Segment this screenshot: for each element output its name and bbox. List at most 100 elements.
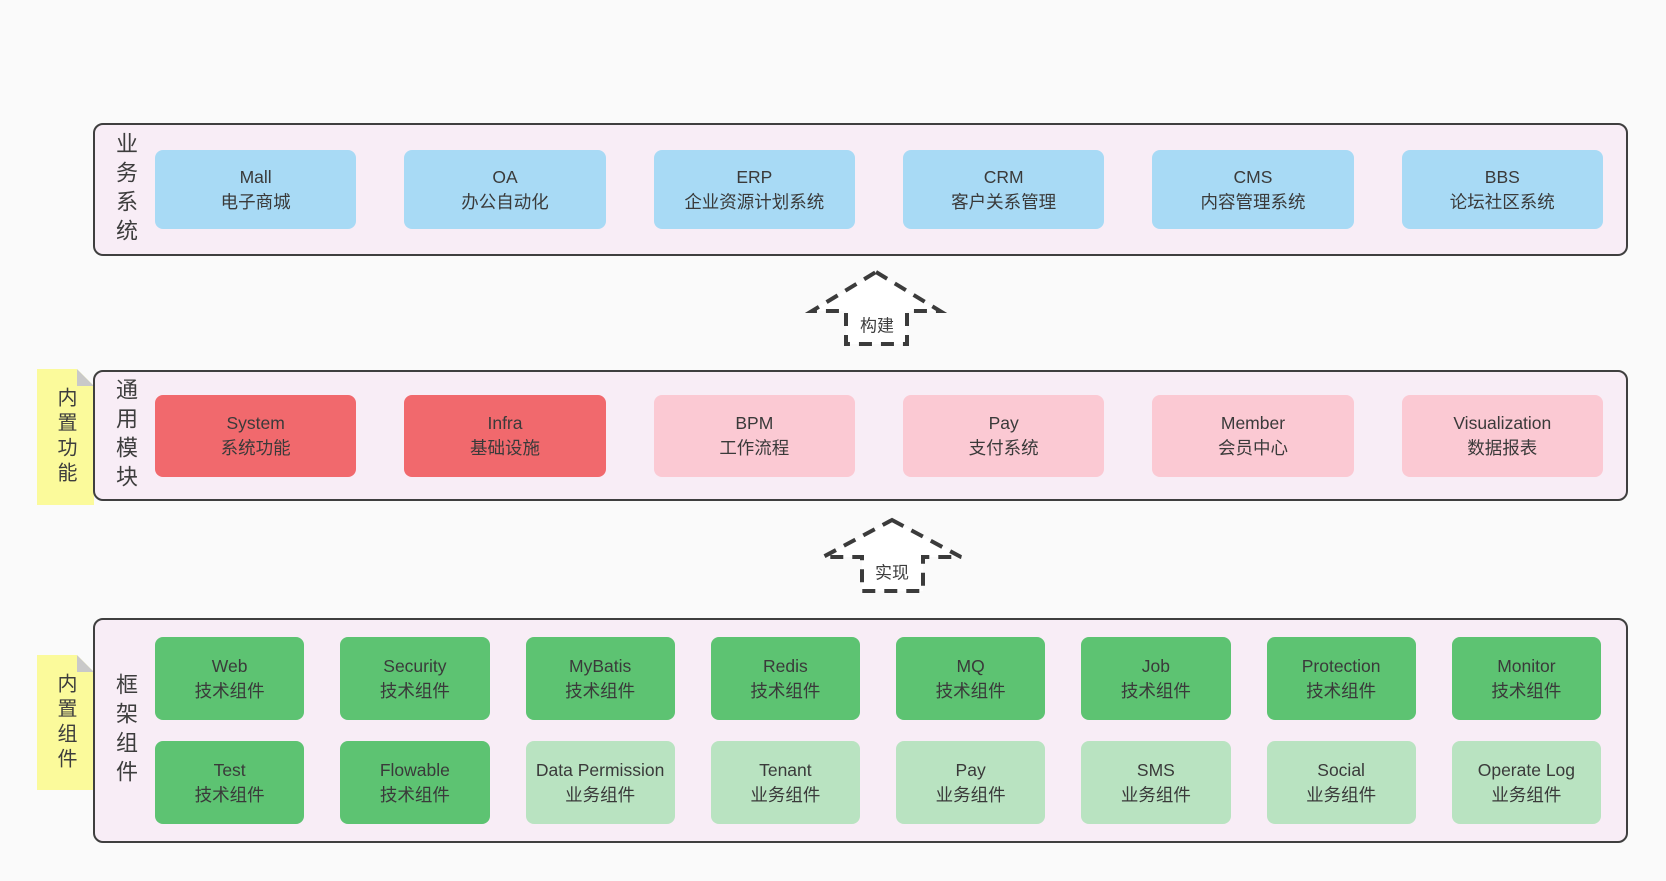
note-fold-corner <box>77 369 94 386</box>
box-oa-zh: 办公自动化 <box>461 191 549 212</box>
box-pay-biz-zh: 业务组件 <box>935 784 1006 805</box>
box-security-zh: 技术组件 <box>379 680 450 701</box>
box-pay-en: Pay <box>988 412 1019 433</box>
box-redis: Redis 技术组件 <box>710 637 860 720</box>
box-tenant-zh: 业务组件 <box>750 784 821 805</box>
box-system: System 系统功能 <box>155 394 357 477</box>
box-mq-en: MQ <box>956 655 985 676</box>
box-system-zh: 系统功能 <box>220 437 291 458</box>
box-operate-log-zh: 业务组件 <box>1491 784 1562 805</box>
box-mybatis: MyBatis 技术组件 <box>525 637 675 720</box>
box-member: Member 会员中心 <box>1152 394 1354 477</box>
box-member-zh: 会员中心 <box>1217 437 1288 458</box>
box-infra-zh: 基础设施 <box>469 437 540 458</box>
business-boxes-row: Mall 电子商城 OA 办公自动化 ERP 企业资源计划系统 CRM 客户关系… <box>155 150 1626 229</box>
box-data-permission-zh: 业务组件 <box>565 784 636 805</box>
box-flowable-en: Flowable <box>379 759 450 780</box>
box-bbs-en: BBS <box>1484 166 1520 187</box>
note-built-in-components-label: 内置组件 <box>54 672 76 773</box>
box-bpm-zh: 工作流程 <box>719 437 790 458</box>
box-monitor-en: Monitor <box>1497 655 1556 676</box>
note-built-in-features: 内置功能 <box>37 369 94 505</box>
note-fold-corner <box>77 655 94 672</box>
layer-framework-components: 框架组件 Web 技术组件 Security 技术组件 MyBatis 技术组件… <box>93 618 1628 843</box>
box-member-en: Member <box>1220 412 1286 433</box>
box-tenant: Tenant 业务组件 <box>710 741 860 824</box>
box-mq-zh: 技术组件 <box>935 680 1006 701</box>
arrow-implement-label: 实现 <box>871 556 913 586</box>
note-built-in-features-label: 内置功能 <box>54 387 76 487</box>
box-erp-zh: 企业资源计划系统 <box>684 191 825 212</box>
box-crm-zh: 客户关系管理 <box>951 191 1057 212</box>
box-protection-en: Protection <box>1301 655 1381 676</box>
layer-common-modules: 通用模块 System 系统功能 Infra 基础设施 BPM 工作流程 Pay… <box>93 370 1628 501</box>
box-monitor-zh: 技术组件 <box>1491 680 1562 701</box>
box-pay-zh: 支付系统 <box>968 437 1039 458</box>
box-security-en: Security <box>383 655 447 676</box>
box-oa: OA 办公自动化 <box>404 150 606 229</box>
box-erp: ERP 企业资源计划系统 <box>653 150 855 229</box>
box-mybatis-zh: 技术组件 <box>565 680 636 701</box>
box-mall: Mall 电子商城 <box>155 150 357 229</box>
box-test-en: Test <box>213 759 246 780</box>
box-pay-biz: Pay 业务组件 <box>896 741 1046 824</box>
box-mall-zh: 电子商城 <box>220 191 291 212</box>
box-redis-zh: 技术组件 <box>750 680 821 701</box>
box-mq: MQ 技术组件 <box>896 637 1046 720</box>
box-web: Web 技术组件 <box>155 637 305 720</box>
layer-business-systems: 业务系统 Mall 电子商城 OA 办公自动化 ERP 企业资源计划系统 CRM… <box>93 123 1628 256</box>
box-infra-en: Infra <box>487 412 523 433</box>
box-cms: CMS 内容管理系统 <box>1152 150 1354 229</box>
layer-business-systems-label: 业务系统 <box>113 131 138 248</box>
box-data-permission-en: Data Permission <box>535 759 665 780</box>
box-crm-en: CRM <box>983 166 1024 187</box>
box-sms-en: SMS <box>1136 759 1175 780</box>
box-visualization-zh: 数据报表 <box>1467 437 1538 458</box>
modules-boxes-row: System 系统功能 Infra 基础设施 BPM 工作流程 Pay 支付系统… <box>155 394 1626 477</box>
box-bpm-en: BPM <box>735 412 774 433</box>
note-built-in-components: 内置组件 <box>37 655 94 790</box>
box-job-en: Job <box>1141 655 1170 676</box>
box-redis-en: Redis <box>763 655 808 676</box>
box-infra: Infra 基础设施 <box>404 394 606 477</box>
box-erp-en: ERP <box>736 166 773 187</box>
arrow-build-label: 构建 <box>856 309 898 339</box>
box-flowable-zh: 技术组件 <box>379 784 450 805</box>
box-visualization-en: Visualization <box>1453 412 1552 433</box>
framework-boxes-grid: Web 技术组件 Security 技术组件 MyBatis 技术组件 Redi… <box>155 637 1626 824</box>
box-mall-en: Mall <box>239 166 272 187</box>
box-test-zh: 技术组件 <box>194 784 265 805</box>
layer-common-modules-label: 通用模块 <box>113 377 138 494</box>
box-social: Social 业务组件 <box>1266 741 1416 824</box>
box-oa-en: OA <box>492 166 518 187</box>
box-bbs: BBS 论坛社区系统 <box>1401 150 1603 229</box>
box-operate-log-en: Operate Log <box>1477 759 1576 780</box>
box-bpm: BPM 工作流程 <box>653 394 855 477</box>
box-mybatis-en: MyBatis <box>569 655 632 676</box>
box-web-en: Web <box>211 655 248 676</box>
box-social-zh: 业务组件 <box>1306 784 1377 805</box>
box-operate-log: Operate Log 业务组件 <box>1451 741 1601 824</box>
box-tenant-en: Tenant <box>759 759 812 780</box>
box-flowable: Flowable 技术组件 <box>340 741 490 824</box>
box-protection-zh: 技术组件 <box>1306 680 1377 701</box>
box-social-en: Social <box>1317 759 1365 780</box>
box-visualization: Visualization 数据报表 <box>1401 394 1603 477</box>
box-cms-en: CMS <box>1233 166 1273 187</box>
box-bbs-zh: 论坛社区系统 <box>1449 191 1555 212</box>
box-protection: Protection 技术组件 <box>1266 637 1416 720</box>
box-pay: Pay 支付系统 <box>902 394 1105 477</box>
box-crm: CRM 客户关系管理 <box>902 150 1105 229</box>
box-cms-zh: 内容管理系统 <box>1200 191 1306 212</box>
box-test: Test 技术组件 <box>155 741 305 824</box>
box-sms-zh: 业务组件 <box>1120 784 1191 805</box>
box-pay-biz-en: Pay <box>955 759 986 780</box>
box-monitor: Monitor 技术组件 <box>1451 637 1601 720</box>
box-web-zh: 技术组件 <box>194 680 265 701</box>
box-sms: SMS 业务组件 <box>1081 741 1231 824</box>
box-data-permission: Data Permission 业务组件 <box>525 741 675 824</box>
box-system-en: System <box>226 412 285 433</box>
box-job: Job 技术组件 <box>1081 637 1231 720</box>
box-security: Security 技术组件 <box>340 637 490 720</box>
box-job-zh: 技术组件 <box>1120 680 1191 701</box>
